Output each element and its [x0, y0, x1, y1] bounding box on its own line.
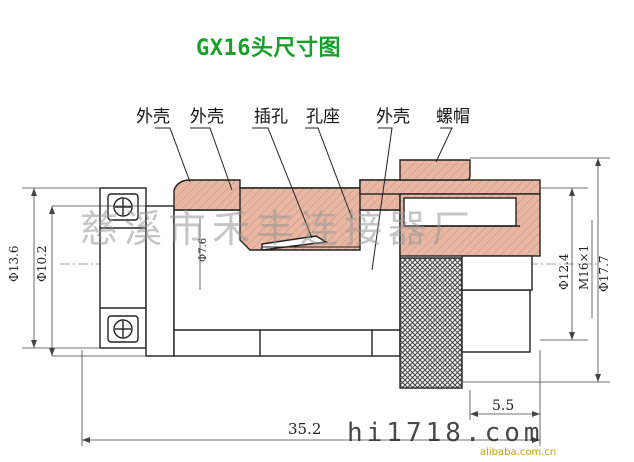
watermark-company: 慈溪市禾丰连接器厂 [80, 207, 477, 251]
diagram-title: GX16头尺寸图 [196, 36, 341, 61]
knurled-nut [399, 257, 463, 389]
dim-phi-12-4: Φ12.4 [557, 253, 571, 290]
callout-outer-shell-1: 外壳 [136, 107, 170, 127]
front-sleeve [461, 255, 533, 291]
callout-outer-shell-2: 外壳 [190, 107, 224, 127]
dimension-lines [22, 157, 610, 446]
watermark-site: hi1718.com [347, 418, 544, 448]
sectioned-half [173, 159, 541, 257]
dim-m16x1: M16×1 [577, 245, 591, 290]
dim-phi-10-2: Φ10.2 [35, 245, 49, 282]
watermark-source: alibaba.com.cn [480, 447, 557, 458]
front-insert [461, 289, 531, 353]
rear-clamp [99, 187, 147, 349]
callout-leaders [155, 127, 453, 271]
callout-socket-seat: 孔座 [306, 107, 340, 127]
dim-phi-7-6: Φ7.6 [198, 238, 209, 262]
callout-nut: 螺帽 [436, 107, 470, 127]
dim-length-5-5: 5.5 [492, 398, 514, 414]
dimension-arrows [31, 158, 601, 443]
dim-length-35-2: 35.2 [288, 420, 321, 438]
dim-phi-13-6: Φ13.6 [7, 245, 21, 282]
dim-phi-17-7: Φ17.7 [597, 255, 611, 292]
callout-outer-shell-3: 外壳 [376, 107, 410, 127]
callout-socket-pin: 插孔 [254, 107, 288, 127]
